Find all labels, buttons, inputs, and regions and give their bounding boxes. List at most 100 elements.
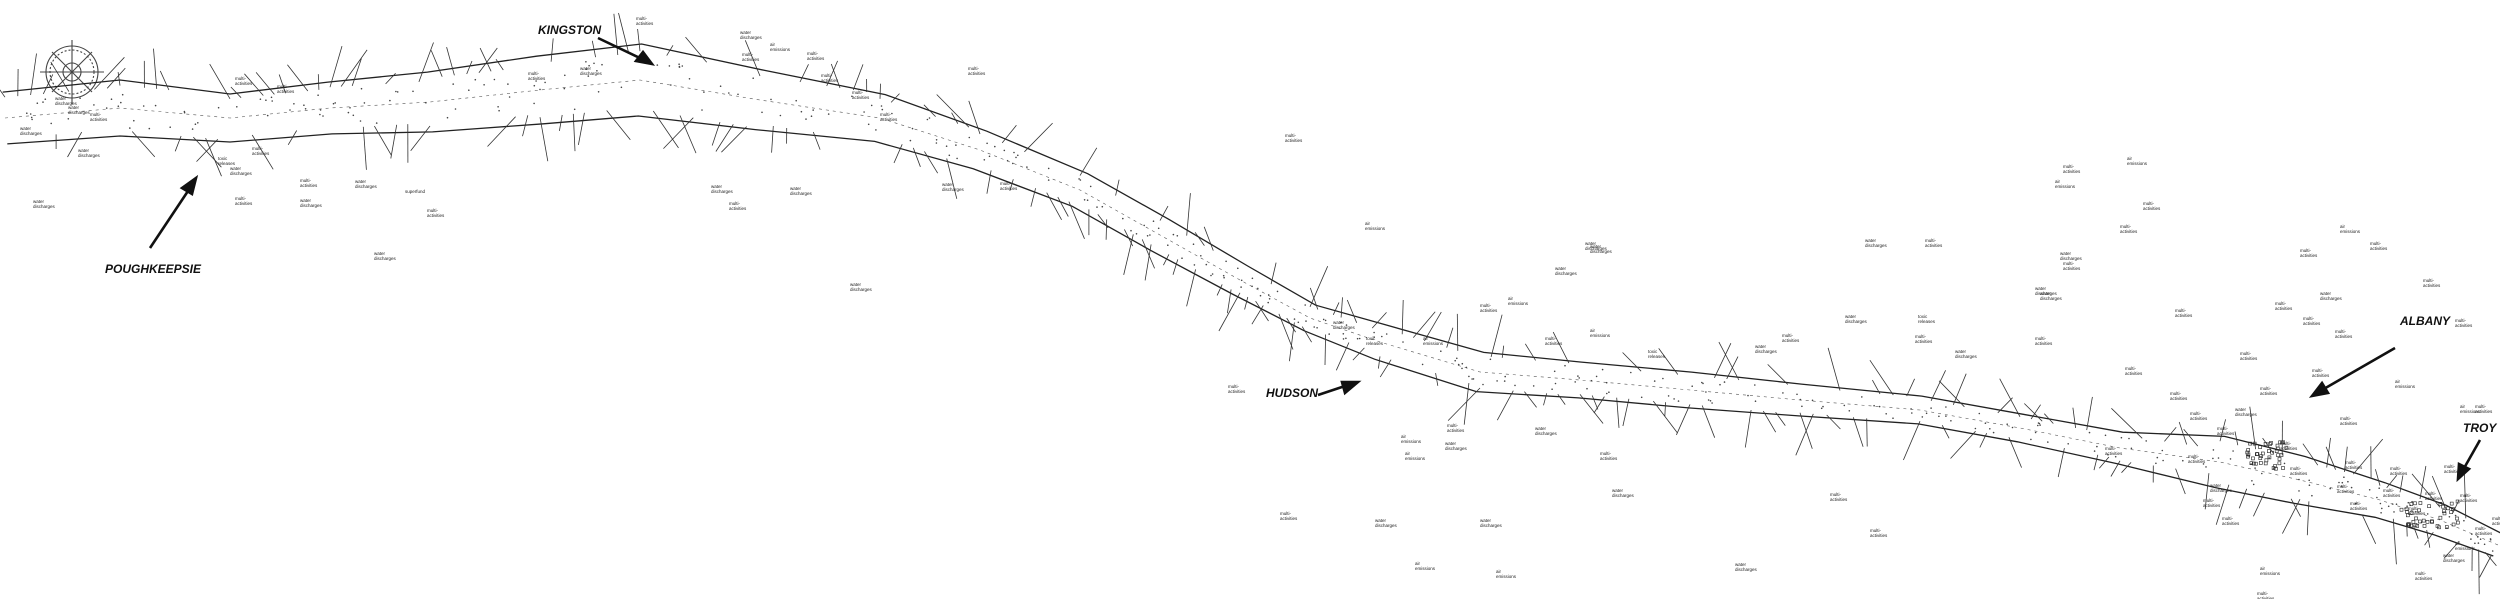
- river-stipple: [2340, 485, 2343, 487]
- shore-road: [1456, 313, 1459, 351]
- river-stipple: [593, 62, 595, 65]
- shore-road: [1718, 341, 1740, 381]
- river-stipple: [2162, 459, 2164, 462]
- shore-road: [1775, 411, 1786, 426]
- river-stipple: [601, 63, 603, 66]
- river-stipple: [588, 64, 590, 67]
- shore-road: [374, 125, 392, 156]
- river-stipple: [2341, 481, 2344, 484]
- river-stipple: [2298, 490, 2300, 492]
- shore-road: [1144, 244, 1152, 281]
- shore-road: [1557, 393, 1566, 405]
- river-stipple: [1172, 233, 1175, 236]
- shore-road: [2431, 475, 2447, 511]
- river-stipple: [1472, 378, 1475, 380]
- shore-road: [1701, 405, 1716, 438]
- river-stipple: [678, 65, 681, 68]
- river-stipple: [1324, 319, 1327, 322]
- troy-urban-block: [2418, 519, 2422, 524]
- river-stipple: [319, 109, 322, 111]
- troy-urban-block: [2411, 519, 2416, 524]
- river-stipple: [1304, 304, 1306, 306]
- albany-urban-block: [2277, 461, 2282, 466]
- river-stipple: [2311, 494, 2313, 497]
- river-stipple: [1240, 286, 1242, 288]
- river-stipple: [2350, 486, 2353, 489]
- river-stipple: [396, 91, 399, 93]
- shore-road: [466, 60, 473, 75]
- river-stipple: [1440, 350, 1442, 353]
- river-stipple: [1222, 274, 1225, 277]
- river-stipple: [805, 118, 807, 120]
- river-stipple: [2161, 449, 2164, 452]
- albany-urban-block: [2252, 441, 2257, 446]
- site-label-multi: multi-activities: [2190, 411, 2208, 421]
- shore-road: [495, 58, 504, 71]
- river-stipple: [1342, 338, 1345, 340]
- river-stipple: [1013, 151, 1015, 154]
- shore-road: [1795, 413, 1814, 456]
- river-stipple: [670, 84, 672, 86]
- shore-road: [2008, 437, 2022, 468]
- river-stipple: [935, 139, 938, 141]
- river-stipple: [2232, 450, 2234, 452]
- river-stipple: [317, 94, 319, 96]
- river-stipple: [2114, 455, 2117, 458]
- river-stipple: [352, 114, 355, 117]
- river-stipple: [1945, 415, 1947, 417]
- shore-road: [1593, 396, 1605, 414]
- troy-urban-block: [2409, 502, 2414, 506]
- river-stipple: [1257, 287, 1259, 290]
- river-stipple: [1205, 263, 1208, 266]
- albany-urban-block: [2252, 461, 2256, 466]
- albany-urban-block: [2284, 445, 2289, 450]
- shore-road: [42, 74, 54, 95]
- shore-road: [559, 114, 563, 131]
- river-stipple: [319, 113, 321, 116]
- river-stipple: [935, 142, 938, 144]
- river-stipple: [1504, 375, 1506, 378]
- shore-road: [1658, 348, 1679, 375]
- river-stipple: [2463, 519, 2465, 522]
- river-stipple: [508, 96, 511, 98]
- river-stipple: [293, 103, 295, 105]
- river-stipple: [67, 118, 70, 120]
- city-label-troy: TROY: [2463, 421, 2497, 435]
- river-stipple: [363, 102, 366, 104]
- river-stipple: [1938, 415, 1940, 418]
- shore-road: [50, 61, 70, 92]
- river-stipple: [1532, 385, 1535, 387]
- shore-road: [685, 36, 708, 63]
- river-stipple: [1723, 381, 1726, 383]
- shore-road: [1401, 299, 1404, 335]
- troy-arrow: [2456, 439, 2482, 483]
- river-stipple: [468, 89, 470, 91]
- river-stipple: [752, 77, 754, 79]
- river-stipple: [1878, 405, 1881, 408]
- river-stipple: [197, 122, 199, 124]
- river-stipple: [1340, 321, 1342, 324]
- river-stipple: [265, 99, 267, 101]
- river-stipple: [800, 110, 803, 113]
- shore-road: [94, 57, 125, 90]
- shore-road: [1903, 421, 1921, 461]
- troy-urban-block: [2438, 515, 2443, 520]
- river-stipple: [1454, 359, 1456, 362]
- shore-road: [287, 64, 309, 92]
- site-label-superfund: superfund: [405, 189, 426, 194]
- shore-road: [479, 47, 492, 72]
- river-stipple: [2120, 436, 2123, 439]
- city-label-poughkeepsie: POUGHKEEPSIE: [105, 262, 202, 276]
- river-stipple: [347, 111, 350, 114]
- river-stipple: [1385, 333, 1388, 335]
- site-label-multi: multi-activities: [1600, 451, 1618, 461]
- albany-urban-block: [2271, 466, 2276, 470]
- shore-road: [117, 72, 121, 86]
- river-stipple: [1461, 362, 1464, 365]
